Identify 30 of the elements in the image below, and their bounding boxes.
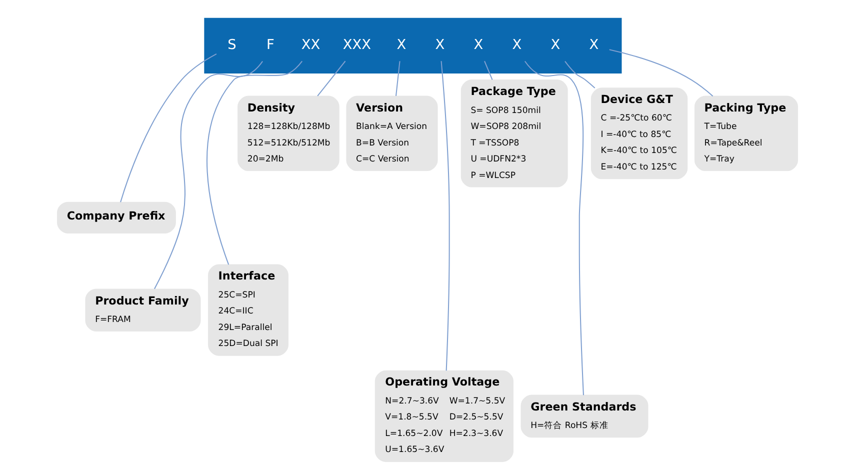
node-text: X [434, 36, 444, 53]
connector [484, 60, 492, 80]
node-box: Operating Voltage N=2.7~3.6V W=1.7~5.5V V=1.8~5.5V D=2.5~5.5V L=1.65~2.0V H=2.3~3.6V U=1.65~3.6V [374, 370, 513, 462]
node-text: X [512, 36, 522, 53]
node-text: X [550, 36, 560, 53]
connector [154, 61, 262, 290]
connector [524, 60, 584, 396]
connector [564, 61, 595, 88]
connector [120, 53, 216, 202]
node-box: Company Prefix [56, 202, 176, 234]
node-box: Version Blank=A Version B=B Version C=C Version [346, 96, 438, 172]
node-text: F [266, 36, 274, 53]
connector [206, 60, 302, 265]
cluster [204, 18, 622, 74]
connector [394, 61, 400, 96]
node-box: Packing Type T=Tube R=Tape&Reel Y=Tray [694, 96, 798, 172]
node-text: S [227, 36, 236, 53]
node-box: Package Type S= SOP8 150mil W=SOP8 208mil T =TSSOP8 U =UDFN2*3 P =WLCSP [460, 79, 568, 188]
connector [440, 61, 450, 371]
node-text: XX [300, 36, 320, 53]
node-box: Density 128=128Kb/128Mb 512=512Kb/512Mb 20=2Mb [237, 96, 339, 172]
node-box: Green Standards H=符合 RoHS 标准 [520, 394, 648, 438]
node-text: X [396, 36, 406, 53]
node-box: Product Family F=FRAM [84, 288, 200, 332]
node-text: XXX [342, 36, 370, 53]
node-text: X [588, 36, 598, 53]
connector [316, 60, 346, 96]
node-box: Device G&T C =-25℃to 60℃ I =-40℃ to 85℃ K=-40℃ to 105℃ E=-40℃ to 125℃ [590, 88, 688, 180]
node-text: X [473, 36, 483, 53]
node-box: Interface 25C=SPI 24C=IIC 29L=Parallel 25D=Dual SPI [208, 264, 288, 356]
